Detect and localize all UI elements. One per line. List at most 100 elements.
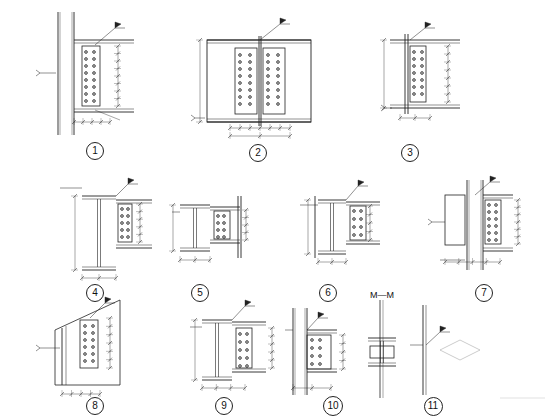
drawing-stroke [483, 251, 513, 252]
bolt-symbol [267, 68, 270, 71]
drawing-stroke [318, 254, 346, 255]
bolt-symbol [421, 93, 424, 96]
drawing-stroke [180, 256, 181, 263]
bolt-symbol [311, 347, 314, 350]
drawing-stroke [230, 384, 231, 391]
drawing-stroke [496, 217, 497, 221]
bolt-symbol [92, 346, 95, 349]
drawing-stroke [400, 114, 401, 121]
drawing-stroke [235, 48, 257, 114]
bolt-symbol [239, 89, 242, 92]
bolt-symbol [217, 222, 220, 225]
bolt-symbol [421, 79, 424, 82]
drawing-stroke [74, 40, 134, 41]
drawing-stroke [94, 78, 95, 82]
drawing-stroke [240, 102, 241, 106]
drawing-stroke [423, 305, 424, 395]
drawing-stroke [432, 222, 445, 223]
bolt-symbol [223, 222, 226, 225]
drawing-stroke [114, 98, 121, 99]
bolt-symbol [277, 103, 280, 106]
drawing-stroke [58, 12, 59, 135]
drawing-stroke [312, 384, 313, 391]
callout-number: 7 [481, 288, 487, 298]
drawing-stroke [250, 74, 251, 78]
drawing-stroke [55, 300, 120, 385]
bolt-symbol [84, 325, 87, 328]
drawing-stroke [458, 258, 459, 265]
drawing-stroke [483, 248, 513, 249]
drawing-stroke [385, 108, 392, 109]
bolt-symbol [217, 229, 220, 232]
drawing-stroke [240, 332, 241, 336]
bolt-symbol [246, 365, 249, 368]
drawing-stroke [85, 324, 86, 328]
drawing-stroke [305, 308, 306, 395]
drawing-stroke [128, 207, 129, 211]
drawing-stroke [195, 320, 196, 380]
drawing-stroke [346, 244, 380, 245]
drawing-stroke [95, 28, 115, 45]
bolt-symbol [249, 75, 252, 78]
drawing-stroke [346, 186, 358, 200]
bolt-symbol [84, 353, 87, 356]
drawing-stroke [247, 364, 248, 368]
bolt-symbol [239, 365, 242, 368]
drawing-stroke [240, 74, 241, 78]
bolt-symbol [223, 236, 226, 239]
drawing-stroke [122, 221, 123, 225]
callout-circle: 4 [86, 284, 104, 302]
drawing-stroke [210, 243, 240, 244]
drawing-stroke [250, 95, 251, 99]
drawing-stroke [94, 92, 95, 96]
drawing-stroke [250, 124, 251, 131]
drawing-stroke [250, 81, 251, 85]
drawing-stroke [440, 332, 450, 333]
drawing-stroke [428, 219, 432, 225]
bolt-symbol [92, 339, 95, 342]
drawing-stroke [93, 331, 94, 335]
bolt-symbol [84, 360, 87, 363]
drawing-stroke [361, 217, 362, 221]
drawing-stroke [202, 380, 232, 381]
drawing-stroke [94, 57, 95, 61]
drawing-stroke [106, 368, 113, 369]
drawing-stroke [380, 300, 381, 398]
drawing-stroke [240, 348, 241, 352]
weld-flag [440, 326, 446, 332]
drawing-stroke [218, 323, 219, 377]
drawing-stroke [36, 345, 40, 351]
drawing-stroke [261, 36, 262, 126]
drawing-stroke [312, 362, 313, 366]
drawing-stroke [74, 112, 134, 113]
drawing-stroke [339, 343, 346, 344]
drawing-stroke [339, 352, 346, 353]
drawing-stroke [136, 226, 143, 227]
drawing-stroke [106, 326, 113, 327]
drawing-stroke [361, 209, 362, 213]
drawing-stroke [368, 363, 396, 364]
drawing-stroke [272, 328, 273, 368]
bolt-symbol [127, 222, 130, 225]
drawing-stroke [190, 327, 202, 328]
drawing-stroke [304, 254, 311, 255]
drawing-stroke [82, 274, 83, 281]
bolt-symbol [488, 211, 491, 214]
drawing-stroke [278, 95, 279, 99]
bolt-symbol [277, 54, 280, 57]
drawing-stroke [86, 71, 87, 75]
drawing-stroke [444, 70, 451, 71]
bolt-symbol [360, 234, 363, 237]
drawing-stroke [105, 303, 115, 304]
bolt-symbol [413, 79, 416, 82]
bolt-symbol [223, 229, 226, 232]
bolt-symbol [413, 58, 416, 61]
bolt-symbol [277, 61, 280, 64]
drawing-stroke [422, 92, 423, 96]
drawing-stroke [260, 132, 261, 139]
bolt-symbol [353, 226, 356, 229]
bolt-symbol [311, 339, 314, 342]
drawing-stroke [414, 85, 415, 89]
drawing-stroke [200, 40, 201, 122]
bolt-symbol [246, 349, 249, 352]
